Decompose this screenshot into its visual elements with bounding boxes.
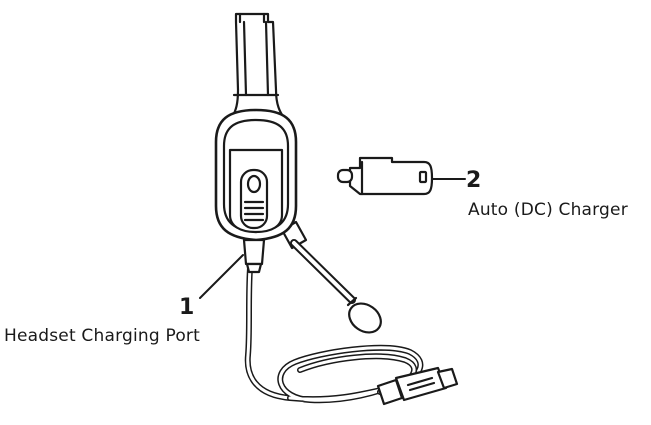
- callout-1-label: Headset Charging Port: [4, 326, 200, 346]
- usb-plug: [376, 366, 459, 406]
- callout-2-label: Auto (DC) Charger: [468, 200, 628, 220]
- callout-1-leader: [199, 254, 244, 299]
- ear-cup: [214, 108, 298, 274]
- auto-dc-charger: [336, 156, 434, 196]
- headband: [230, 12, 286, 120]
- microphone-boom: [280, 220, 382, 334]
- callout-1-number: 1: [179, 295, 195, 320]
- callout-2-number: 2: [466, 168, 482, 193]
- charging-cable: [244, 265, 424, 404]
